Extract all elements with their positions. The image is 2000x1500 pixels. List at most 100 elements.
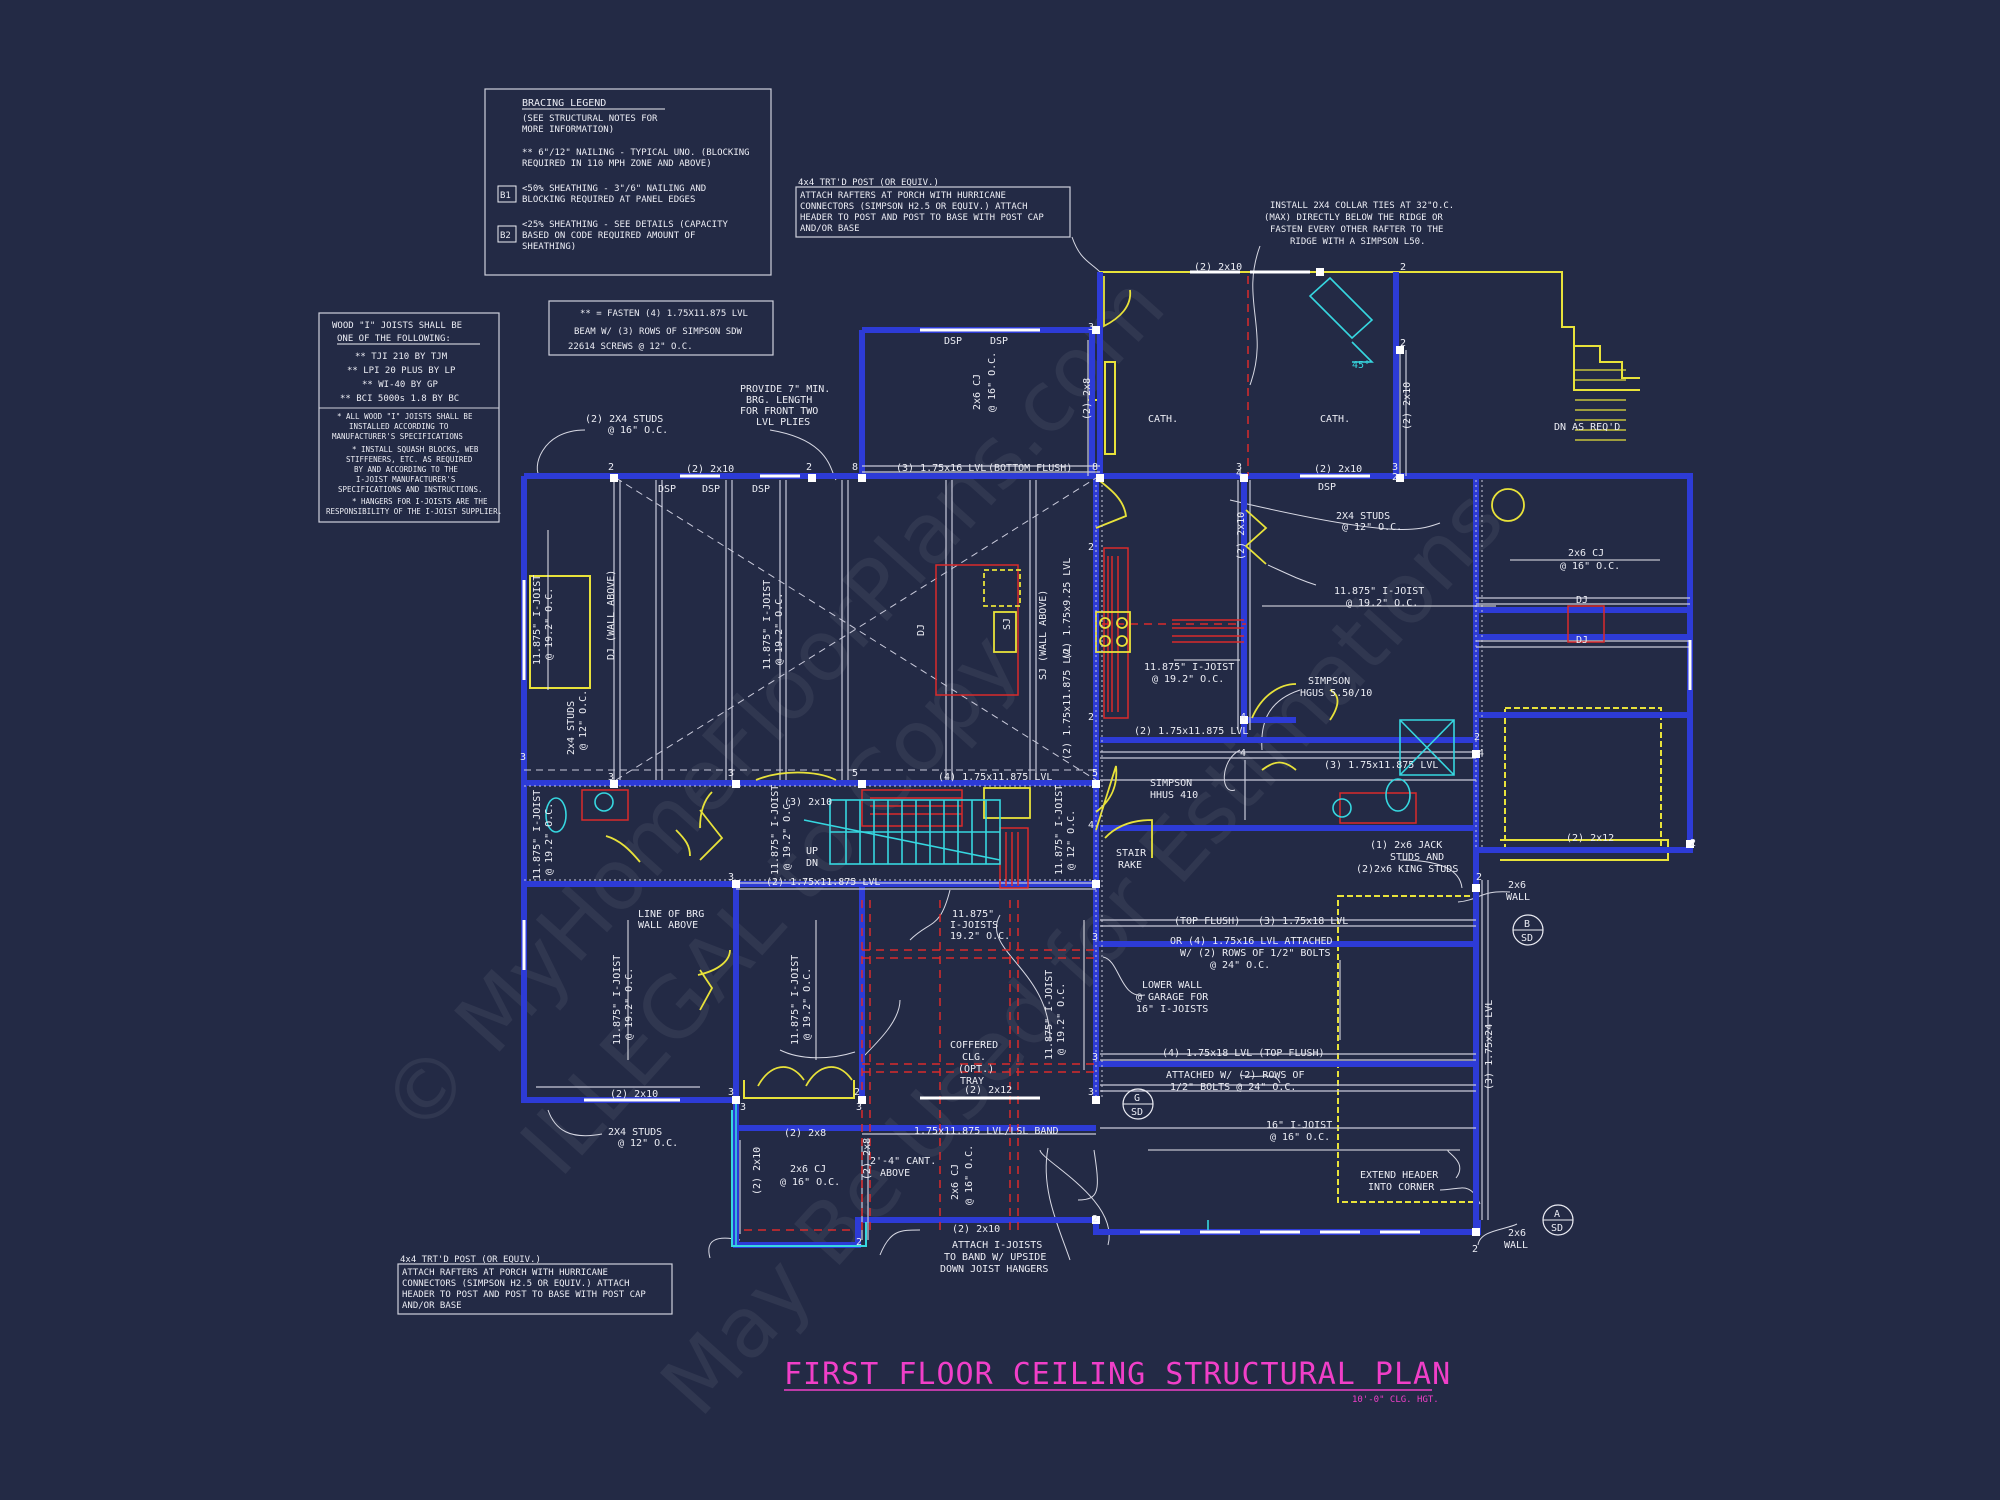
ijoist-label: 11.875" I-JOIST (1054, 785, 1065, 875)
lower-wall-note: LOWER WALL (1142, 980, 1202, 991)
coffered-label: COFFERED (950, 1040, 998, 1051)
dj-label: DJ (916, 624, 927, 636)
point-load-number: 3 (608, 772, 614, 783)
cj-label: @ 16" O.C. (1560, 561, 1620, 572)
collar-note-line: (MAX) DIRECTLY BELOW THE RIDGE OR (1264, 213, 1443, 223)
section-marker-a: A SD (1542, 1204, 1574, 1236)
point-load-number: 2 (1400, 338, 1406, 349)
sj-label: SJ (1002, 618, 1013, 630)
beam-label: (2) 1.75x9.25 LVL (1062, 558, 1073, 660)
post-note-top: 4x4 TRT'D POST (OR EQUIV.) ATTACH RAFTER… (795, 178, 1071, 238)
dsp-label: DSP (702, 484, 720, 495)
section-sheet: SD (1521, 933, 1533, 944)
dj-label: DJ (1576, 635, 1588, 646)
post-note-line: ATTACH RAFTERS AT PORCH WITH HURRICANE (402, 1268, 608, 1278)
studs-note: @ 12" O.C. (618, 1138, 678, 1149)
up-label: UP (806, 846, 818, 857)
section-letter: B (1524, 919, 1530, 930)
joist-note-text: * HANGERS FOR I-JOISTS ARE THE (352, 497, 488, 506)
joist-option: ** TJI 210 BY TJM (355, 352, 448, 362)
cj-label: @ 16" O.C. (964, 1145, 975, 1205)
header-label: (2) 2x10 (752, 1147, 763, 1195)
studs-note: 2x4 STUDS (566, 701, 577, 755)
jack-note: (1) 2x6 JACK (1370, 840, 1442, 851)
point-load-number: 2 (608, 462, 614, 473)
point-load-number: 4 (1240, 748, 1246, 759)
point-load-number: 3 (1088, 1087, 1094, 1098)
ijoist-label: 11.875" I-JOIST (532, 790, 543, 880)
point-load-number: 2 (1476, 872, 1482, 883)
lower-wall-note: 16" I-JOISTS (1136, 1004, 1208, 1015)
ijoist-label: @ 19.2" O.C. (1346, 598, 1418, 609)
beam-label: (4) 1.75x18 LVL (TOP FLUSH) (1162, 1048, 1325, 1059)
point-load-number: 5 (852, 768, 858, 779)
wall-hatch (524, 480, 1483, 1100)
post-note-line: ATTACH RAFTERS AT PORCH WITH HURRICANE (800, 191, 1006, 201)
post-note-line: CONNECTORS (SIMPSON H2.5 OR EQUIV.) ATTA… (402, 1279, 630, 1289)
joist-note: WOOD "I" JOISTS SHALL BE ONE OF THE FOLL… (318, 312, 502, 523)
dsp-label: DSP (1318, 482, 1336, 493)
ijoist-label: @ 19.2" O.C. (782, 798, 793, 870)
wall-above-label: SJ (WALL ABOVE) (1038, 590, 1049, 680)
studs-note: 2X4 STUDS (608, 1127, 662, 1138)
header-label: (3) 2x10 (784, 797, 832, 808)
point-load-number: 2 (1690, 838, 1696, 849)
hanger-note: DOWN JOIST HANGERS (940, 1264, 1048, 1275)
joist-note-heading: WOOD "I" JOISTS SHALL BE (332, 321, 462, 331)
dn-label: DN (806, 858, 818, 869)
bearing-wall-label: WALL ABOVE (638, 920, 698, 931)
ijoist-label: 19.2" O.C. (950, 931, 1010, 942)
fixtures (605, 276, 1525, 1087)
point-load-number: 2 (1092, 1214, 1098, 1225)
coffered-label: (OPT.) (958, 1064, 994, 1075)
header-label: (2) 2x8 (862, 1138, 873, 1180)
cj-label: 2x6 CJ (1568, 548, 1604, 559)
joist-note-text: * INSTALL SQUASH BLOCKS, WEB (352, 445, 479, 454)
bearing-note: PROVIDE 7" MIN. (740, 384, 830, 395)
post-note-line: AND/OR BASE (800, 224, 860, 234)
header-label: (2) 2x10 (1194, 262, 1242, 273)
post-note-line: 4x4 TRT'D POST (OR EQUIV.) (400, 1255, 541, 1265)
simpson-note: HHUS 410 (1150, 790, 1198, 801)
point-load-number: 3 (728, 768, 734, 779)
bearing-note: FOR FRONT TWO (740, 406, 818, 417)
wall-note: WALL (1506, 892, 1530, 903)
point-load-number: 3 (728, 1087, 734, 1098)
drawing-title: FIRST FLOOR CEILING STRUCTURAL PLAN (784, 1357, 1451, 1392)
bearing-note: BRG. LENGTH (746, 395, 812, 406)
bracing-legend-nailing: REQUIRED IN 110 MPH ZONE AND ABOVE) (522, 159, 712, 169)
post-note-line: HEADER TO POST AND POST TO BASE WITH POS… (402, 1290, 646, 1300)
studs-note: @ 12" O.C. (578, 690, 589, 750)
beam-note: @ 24" O.C. (1210, 960, 1270, 971)
beam-label: (3) 1.75x16 LVL (896, 463, 986, 474)
point-load-number: 2 (806, 462, 812, 473)
point-load-number: 3 (728, 872, 734, 883)
ijoist-label: 11.875" I-JOIST (762, 580, 773, 670)
coffered-label: CLG. (962, 1052, 986, 1063)
beam-label: (2) 1.75x11.875 LVL (1062, 646, 1073, 760)
beam-lines (536, 340, 1690, 1240)
ijoist-label: 11.875" I-JOIST (1144, 662, 1234, 673)
b1-text: BLOCKING REQUIRED AT PANEL EDGES (522, 195, 695, 205)
studs-note: (2) 2X4 STUDS (585, 414, 663, 425)
beam-note: OR (4) 1.75x16 LVL ATTACHED (1170, 936, 1333, 947)
fasten-note: ** = FASTEN (4) 1.75X11.875 LVL BEAM W/ … (548, 300, 774, 356)
point-load-number: 2 (1392, 472, 1398, 483)
fasten-note-line: 22614 SCREWS @ 12" O.C. (568, 342, 693, 352)
cj-label: 2x6 CJ (790, 1164, 826, 1175)
header-label: (2) 2x10 (952, 1224, 1000, 1235)
beam-label: (2) 1.75x11.875 LVL (766, 877, 880, 888)
beam-label: (BOTTOM FLUSH) (988, 463, 1072, 474)
diagonal-bracing (524, 477, 1100, 781)
point-load-number: 3 (1236, 462, 1242, 473)
section-letter: G (1134, 1093, 1140, 1104)
ijoist-label: 11.875" (952, 909, 994, 920)
ijoist-label: 16" I-JOIST (1266, 1120, 1332, 1131)
cantilever-label: ABOVE (880, 1168, 910, 1179)
wall-note: 2x6 (1508, 880, 1526, 891)
bracing-legend: BRACING LEGEND (SEE STRUCTURAL NOTES FOR… (484, 88, 772, 276)
cj-label: 2x6 CJ (972, 374, 983, 410)
header-note: INTO CORNER (1368, 1182, 1435, 1193)
beam-label: (3) 1.75x11.875 LVL (1324, 760, 1438, 771)
